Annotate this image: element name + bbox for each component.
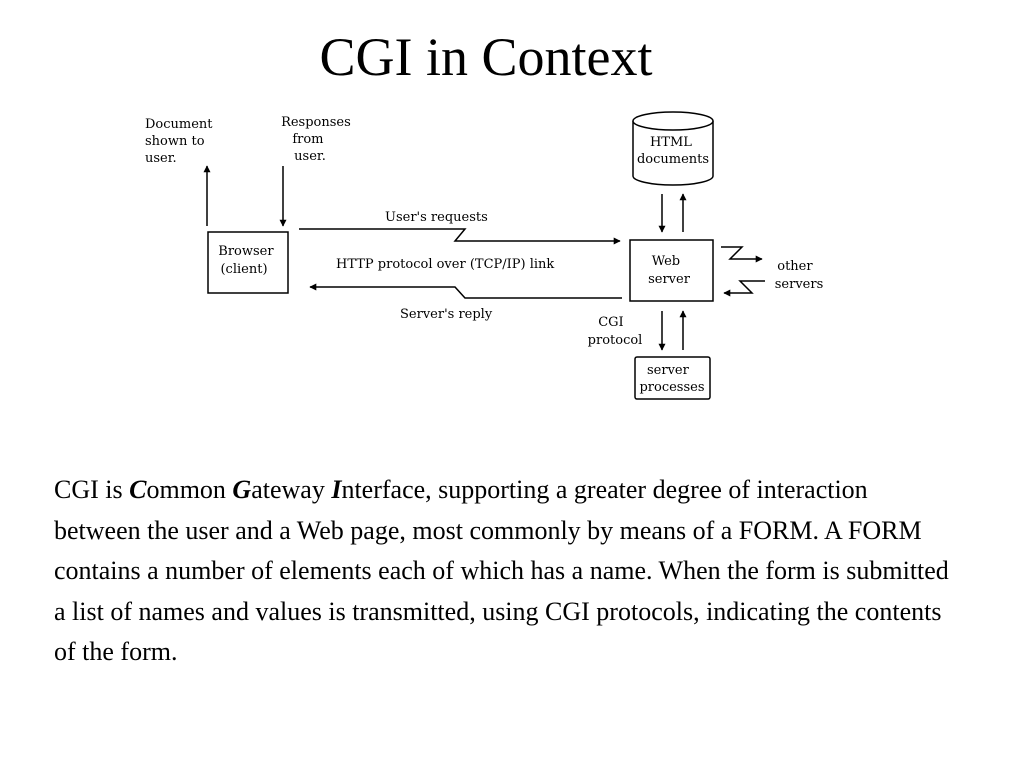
user-requests-arrow (299, 228, 621, 245)
user-requests-label: User's requests (385, 210, 488, 225)
acronym-i: I (331, 475, 342, 504)
html-documents-cylinder (632, 111, 714, 186)
description-body: nterface, supporting a greater degree of… (54, 475, 949, 666)
slide-title: CGI in Context (319, 27, 653, 87)
cgi-protocol-label: CGI protocol (588, 315, 643, 348)
server-reply-label: Server's reply (400, 307, 493, 322)
description-gateway: ateway (251, 475, 332, 504)
web-server-label: Web server (648, 254, 691, 287)
web-server-box (629, 239, 714, 302)
browser-label: Browser (client) (218, 244, 277, 277)
server-reply-arrow (309, 283, 622, 299)
responses-label: Responses from user. (281, 115, 355, 164)
description-prefix: CGI is (54, 475, 130, 504)
http-protocol-label: HTTP protocol over (TCP/IP) link (336, 257, 554, 272)
html-documents-label: HTML documents (637, 135, 709, 167)
acronym-c: C (129, 475, 147, 504)
to-other-servers-arrow (721, 246, 763, 263)
from-other-servers-arrow (723, 280, 765, 297)
server-processes-box (634, 356, 711, 400)
cgi-description: CGI is Common Gateway Interface, support… (54, 470, 954, 673)
description-common: ommon (146, 475, 233, 504)
acronym-g: G (232, 475, 252, 504)
browser-box (207, 231, 289, 294)
server-processes-label: server processes (639, 363, 704, 395)
document-label: Document shown to user. (145, 117, 217, 166)
other-servers-label: other servers (775, 259, 824, 292)
